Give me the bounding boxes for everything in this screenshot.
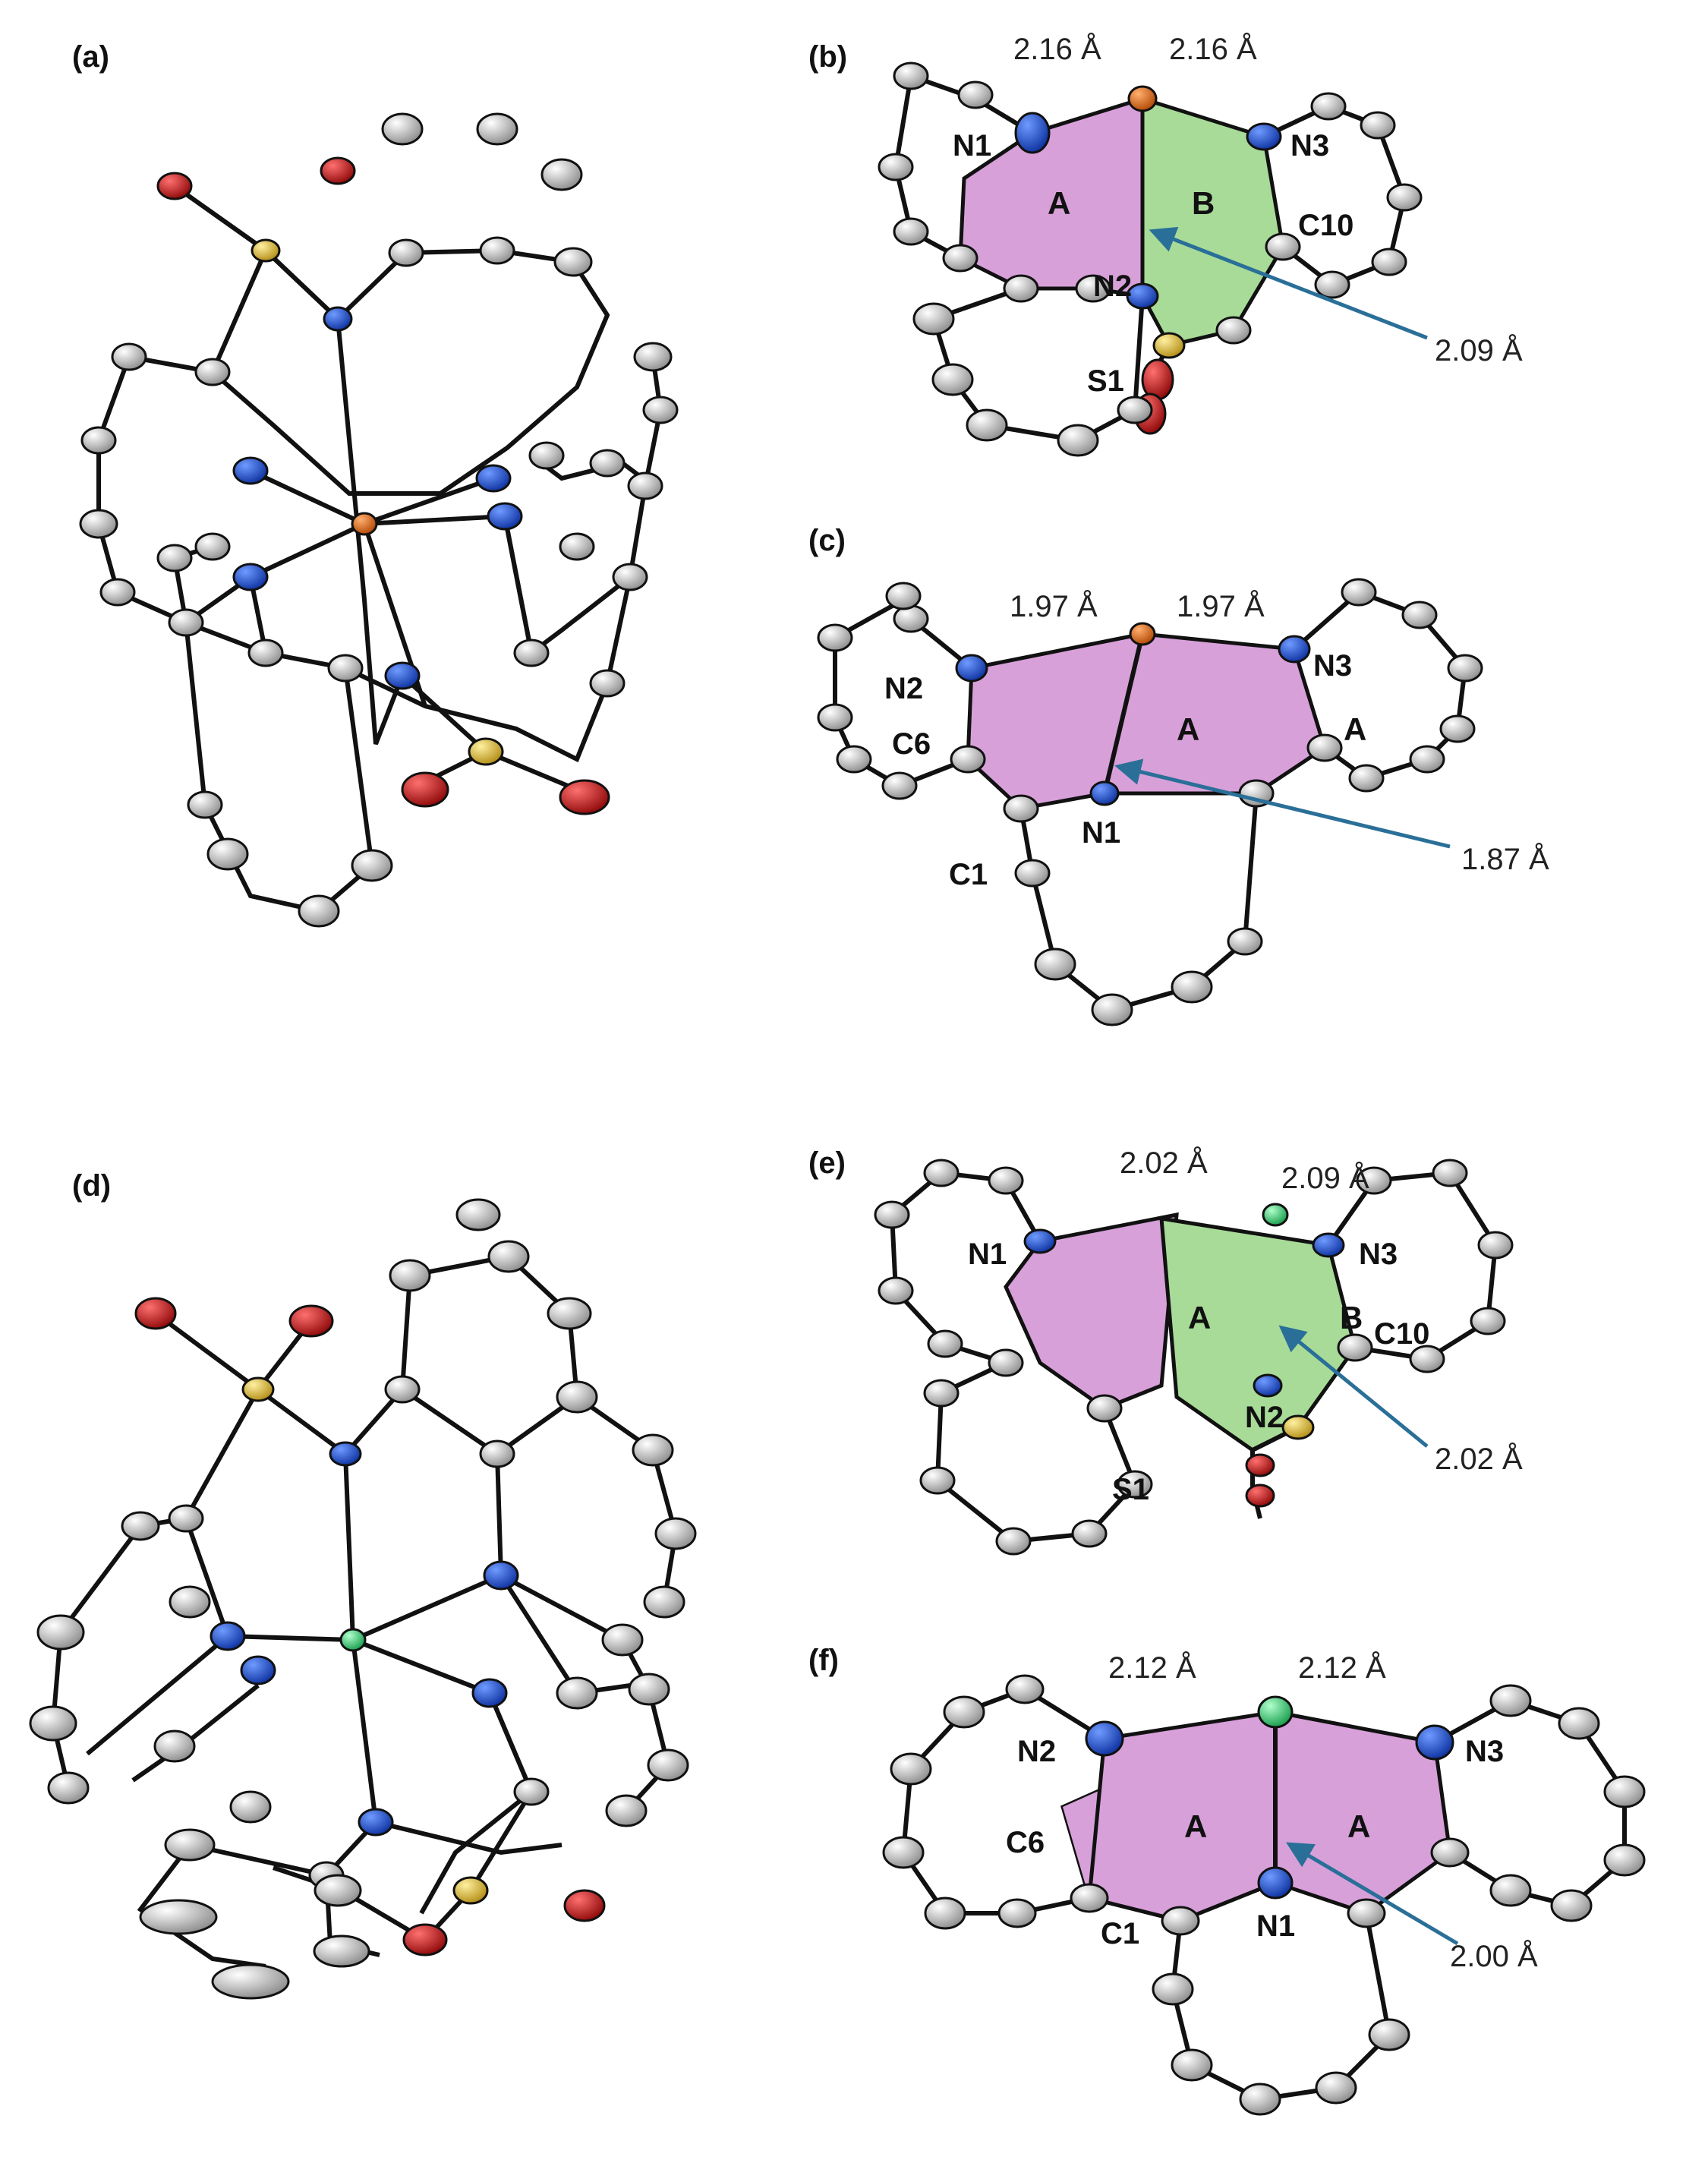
atom-label-s1-e: S1 [1112,1473,1149,1506]
complex-d-bonds [50,1253,679,1969]
atom-label-n1-e: N1 [968,1238,1007,1271]
bond-left-label-f: 2.12 Å [1108,1651,1196,1685]
axial-distance-b: 2.09 Å [1435,333,1523,367]
axial-arrow-e [1278,1325,1429,1448]
axial-arrow-f [1285,1842,1459,1946]
atom-label-n3-e: N3 [1359,1238,1398,1271]
atom-label-n3-b: N3 [1290,129,1329,162]
bond-left-label-e: 2.02 Å [1120,1146,1208,1180]
bond-right-label-e: 2.09 Å [1281,1161,1369,1195]
atom-label-n2-f: N2 [1017,1735,1056,1768]
atom-label-n2-b: N2 [1093,270,1132,303]
ring-label-right-e: B [1340,1300,1363,1335]
panel-f: (f) [808,1644,1646,2116]
panel-d: (d) [29,1169,697,2000]
complex-c-atoms [817,578,1483,1026]
ring-label-left-e: A [1188,1300,1211,1335]
panel-label-f: (f) [808,1644,839,1677]
complex-a-atoms [79,112,679,928]
bond-right-label-b: 2.16 Å [1169,32,1257,66]
axial-arrow-c [1114,758,1451,849]
atom-label-n3-c: N3 [1313,649,1352,683]
atom-label-c1-f: C1 [1101,1917,1139,1950]
atom-label-n1-b: N1 [953,129,991,162]
panel-a: (a) [72,40,679,928]
panel-label-a: (a) [72,40,109,74]
ring-label-right-c: A [1344,711,1366,747]
atom-label-c6-c: C6 [892,727,931,761]
panel-label-e: (e) [808,1146,846,1180]
atom-label-n1-f: N1 [1256,1909,1295,1943]
axial-distance-e: 2.02 Å [1435,1442,1523,1476]
atom-label-c10-e: C10 [1374,1317,1429,1351]
bond-left-label-c: 1.97 Å [1010,589,1098,623]
panel-label-d: (d) [72,1169,111,1203]
ring-label-left-f: A [1184,1808,1207,1844]
ring-label-left-b: A [1048,185,1070,221]
panel-label-b: (b) [808,40,847,74]
panel-b: (b) [808,32,1523,457]
ring-label-right-b: B [1192,185,1215,221]
atom-label-n2-e: N2 [1245,1401,1284,1434]
atom-label-n1-c: N1 [1082,816,1120,850]
bond-left-label-b: 2.16 Å [1013,32,1101,66]
axial-distance-c: 1.87 Å [1461,842,1549,876]
complex-b-atoms [878,61,1423,457]
bond-right-label-c: 1.97 Å [1177,589,1265,623]
atom-label-n2-c: N2 [884,672,923,705]
complex-f-atoms [882,1674,1646,2116]
atom-label-s1-b: S1 [1087,364,1124,398]
panel-e: (e) [808,1146,1523,1556]
panel-c: (c) [808,524,1549,1026]
atom-label-c6-f: C6 [1006,1826,1045,1859]
bond-right-label-f: 2.12 Å [1298,1651,1386,1685]
complex-e-atoms [874,1159,1514,1556]
ring-label-right-f: A [1347,1808,1370,1844]
ring-label-left-c: A [1177,711,1199,747]
axial-arrow-b [1149,226,1428,340]
atom-label-n3-f: N3 [1465,1735,1504,1768]
panel-label-c: (c) [808,524,846,557]
complex-d-atoms [29,1198,697,2000]
atom-label-c1-c: C1 [949,858,988,891]
axial-distance-f: 2.00 Å [1450,1939,1538,1973]
atom-label-c10-b: C10 [1298,209,1353,242]
